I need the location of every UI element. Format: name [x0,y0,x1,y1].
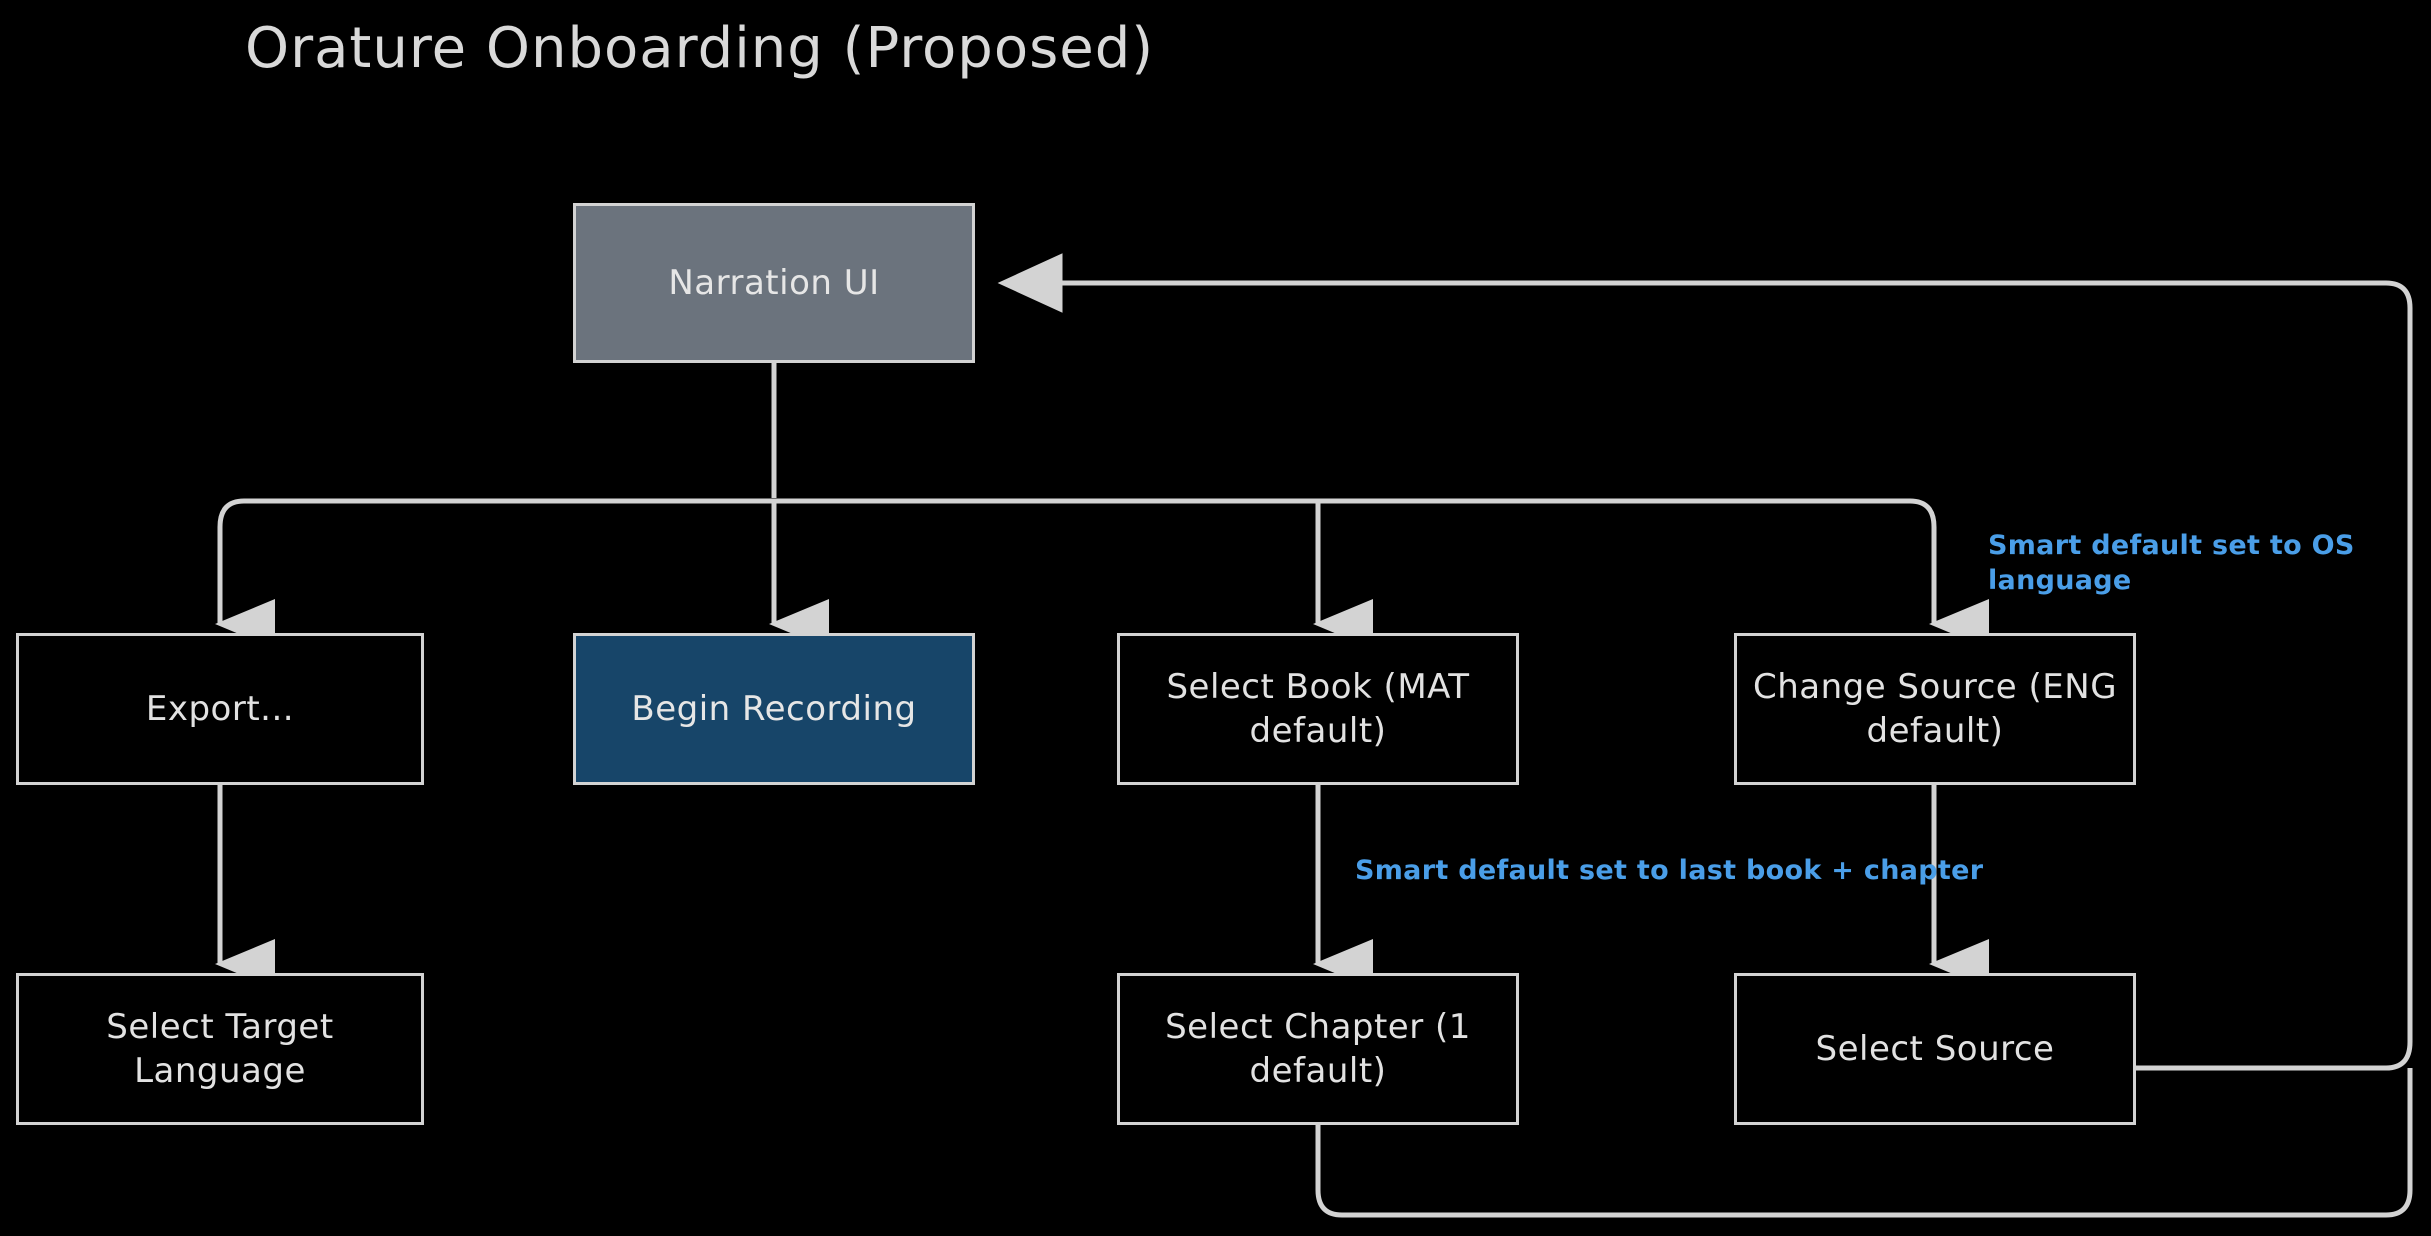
node-select-chapter[interactable]: Select Chapter (1 default) [1117,973,1519,1125]
node-narration-ui-label: Narration UI [668,262,880,303]
node-export[interactable]: Export... [16,633,424,785]
node-select-target-language[interactable]: Select Target Language [16,973,424,1125]
node-select-chapter-label: Select Chapter (1 default) [1165,1006,1471,1091]
node-select-book[interactable]: Select Book (MAT default) [1117,633,1519,785]
node-select-source[interactable]: Select Source [1734,973,2136,1125]
edge-bus-right [774,498,1937,598]
node-begin-recording[interactable]: Begin Recording [573,633,975,785]
node-change-source[interactable]: Change Source (ENG default) [1734,633,2136,785]
node-narration-ui[interactable]: Narration UI [573,203,975,363]
page-title: Orature Onboarding (Proposed) [245,16,1155,81]
node-export-label: Export... [145,688,295,729]
node-change-source-label: Change Source (ENG default) [1752,666,2118,751]
node-select-target-language-label: Select Target Language [106,1006,334,1091]
edge-bus-left [217,498,774,598]
node-begin-recording-label: Begin Recording [631,688,917,729]
node-select-source-label: Select Source [1815,1028,2055,1069]
annotation-os-language: Smart default set to OS language [1988,530,2355,597]
node-select-book-label: Select Book (MAT default) [1166,666,1470,751]
annotation-last-book-chapter: Smart default set to last book + chapter [1355,855,1984,886]
